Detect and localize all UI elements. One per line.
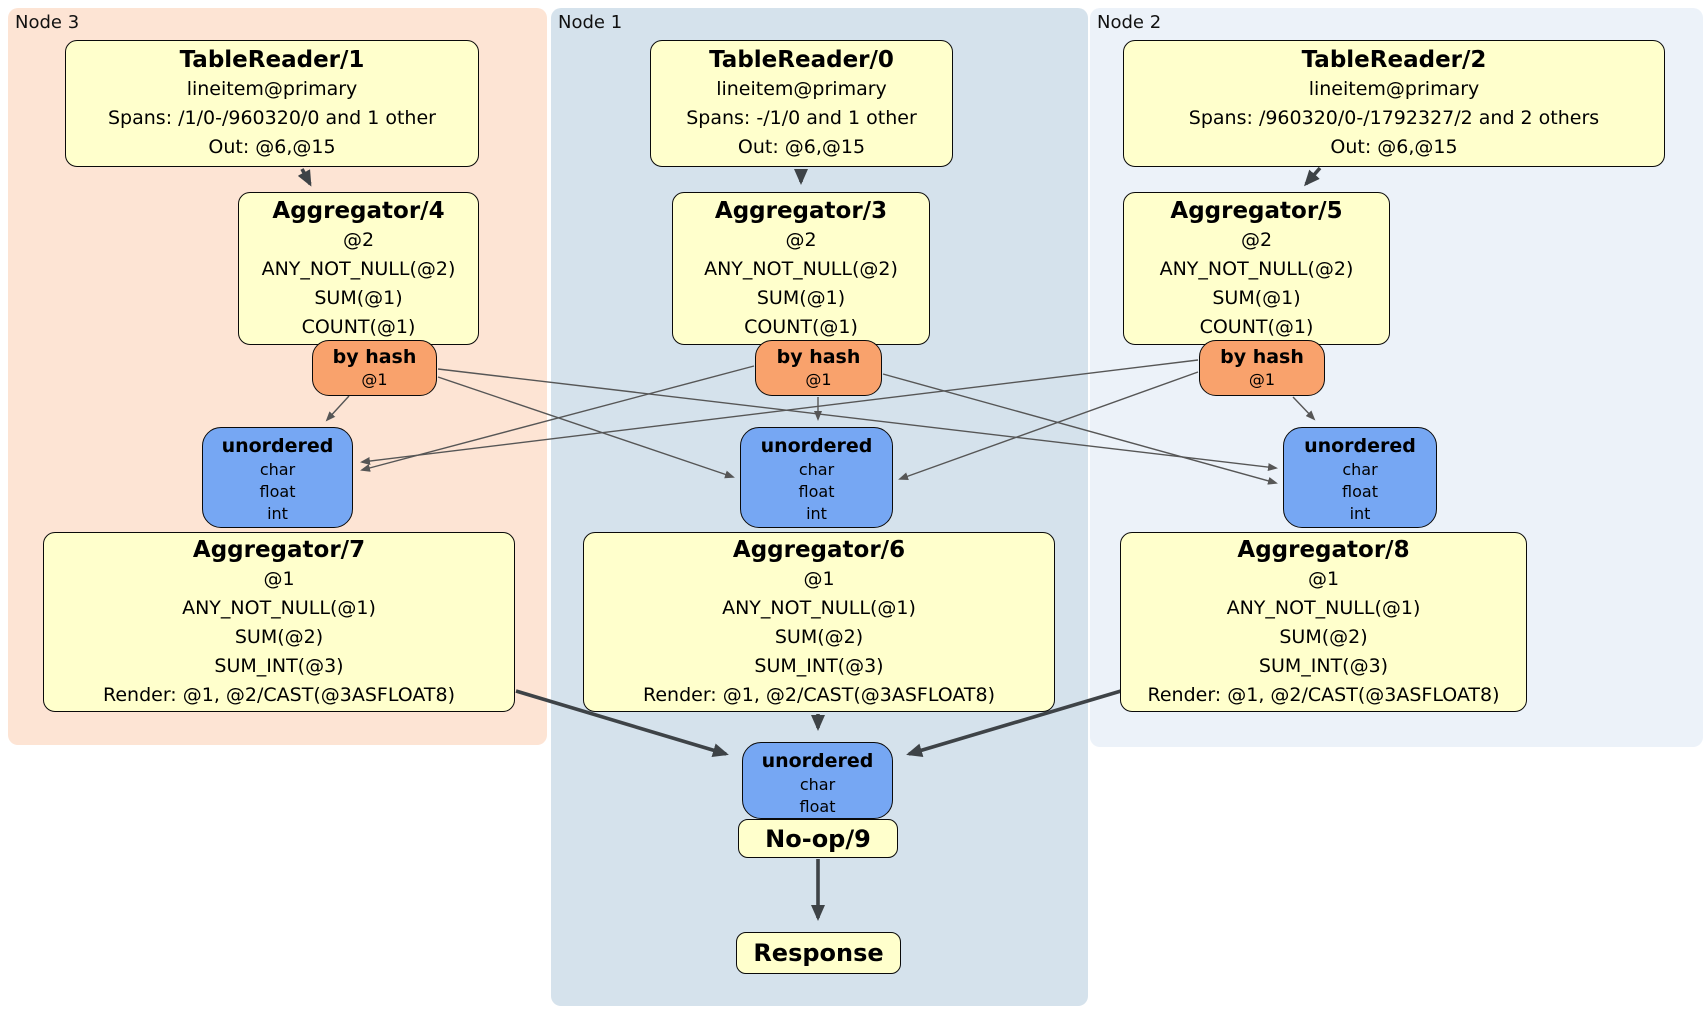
table-reader-2-spans: Spans: /960320/0-/1792327/2 and 2 others bbox=[1188, 107, 1600, 129]
final-sync-stream: float bbox=[799, 797, 836, 816]
node1-sync-stream: char bbox=[798, 460, 835, 479]
aggregator-8-box: Aggregator/8 @1 ANY_NOT_NULL(@1) SUM(@2)… bbox=[1120, 532, 1527, 712]
aggregator-8-group: @1 bbox=[1307, 568, 1340, 590]
node2-hash-router-key: @1 bbox=[1248, 370, 1276, 389]
aggregator-3-fn: SUM(@1) bbox=[756, 287, 846, 309]
aggregator-8-fn: SUM_INT(@3) bbox=[1258, 655, 1389, 677]
node3-sync-stream: char bbox=[259, 460, 296, 479]
table-reader-1-box: TableReader/1 lineitem@primary Spans: /1… bbox=[65, 40, 479, 167]
node3-unordered-sync-title: unordered bbox=[221, 435, 334, 457]
aggregator-8-title: Aggregator/8 bbox=[1237, 537, 1410, 563]
response-box: Response bbox=[736, 932, 901, 974]
node1-unordered-sync: unordered char float int bbox=[740, 427, 893, 528]
node3-label: Node 3 bbox=[15, 12, 80, 33]
node2-hash-router-title: by hash bbox=[1220, 346, 1304, 368]
table-reader-0-out: Out: @6,@15 bbox=[737, 136, 866, 158]
node1-sync-stream: int bbox=[806, 504, 827, 523]
aggregator-3-group: @2 bbox=[785, 229, 817, 251]
aggregator-7-fn: ANY_NOT_NULL(@1) bbox=[182, 597, 376, 619]
aggregator-5-fn: ANY_NOT_NULL(@2) bbox=[1159, 258, 1354, 280]
table-reader-1-title: TableReader/1 bbox=[179, 47, 365, 73]
table-reader-2-out: Out: @6,@15 bbox=[1330, 136, 1458, 158]
aggregator-4-fn: ANY_NOT_NULL(@2) bbox=[261, 258, 456, 280]
aggregator-6-render: Render: @1, @2/CAST(@3ASFLOAT8) bbox=[643, 684, 995, 706]
node2-hash-router: by hash @1 bbox=[1199, 340, 1325, 396]
node3-unordered-sync: unordered char float int bbox=[202, 427, 353, 528]
response-title: Response bbox=[753, 939, 884, 967]
aggregator-4-fn: SUM(@1) bbox=[314, 287, 403, 309]
node3-hash-router-key: @1 bbox=[361, 370, 388, 389]
aggregator-4-box: Aggregator/4 @2 ANY_NOT_NULL(@2) SUM(@1)… bbox=[238, 192, 479, 345]
aggregator-8-fn: ANY_NOT_NULL(@1) bbox=[1226, 597, 1421, 619]
aggregator-4-title: Aggregator/4 bbox=[272, 198, 445, 224]
aggregator-5-fn: COUNT(@1) bbox=[1199, 316, 1314, 338]
aggregator-5-box: Aggregator/5 @2 ANY_NOT_NULL(@2) SUM(@1)… bbox=[1123, 192, 1390, 345]
aggregator-4-group: @2 bbox=[342, 229, 375, 251]
node3-sync-stream: float bbox=[259, 482, 296, 501]
node1-label: Node 1 bbox=[558, 12, 623, 33]
table-reader-2-title: TableReader/2 bbox=[1301, 47, 1487, 73]
aggregator-7-fn: SUM_INT(@3) bbox=[214, 655, 344, 677]
aggregator-7-fn: SUM(@2) bbox=[234, 626, 324, 648]
node2-unordered-sync: unordered char float int bbox=[1283, 427, 1437, 528]
aggregator-8-fn: SUM(@2) bbox=[1279, 626, 1368, 648]
final-unordered-sync: unordered char float bbox=[742, 742, 893, 819]
node3-hash-router: by hash @1 bbox=[312, 340, 437, 396]
aggregator-4-fn: COUNT(@1) bbox=[301, 316, 416, 338]
node1-unordered-sync-title: unordered bbox=[760, 435, 873, 457]
aggregator-6-fn: ANY_NOT_NULL(@1) bbox=[722, 597, 916, 619]
aggregator-3-box: Aggregator/3 @2 ANY_NOT_NULL(@2) SUM(@1)… bbox=[672, 192, 930, 345]
final-sync-stream: char bbox=[799, 775, 836, 794]
aggregator-3-title: Aggregator/3 bbox=[714, 198, 888, 224]
final-unordered-sync-title: unordered bbox=[761, 750, 874, 772]
aggregator-7-box: Aggregator/7 @1 ANY_NOT_NULL(@1) SUM(@2)… bbox=[43, 532, 515, 712]
noop-box: No-op/9 bbox=[738, 819, 898, 858]
aggregator-6-title: Aggregator/6 bbox=[732, 537, 906, 563]
node2-sync-stream: float bbox=[1342, 482, 1378, 501]
table-reader-0-index: lineitem@primary bbox=[716, 78, 887, 100]
node1-hash-router: by hash @1 bbox=[755, 340, 882, 396]
table-reader-2-index: lineitem@primary bbox=[1308, 78, 1480, 100]
aggregator-6-fn: SUM(@2) bbox=[774, 626, 864, 648]
node3-sync-stream: int bbox=[267, 504, 288, 523]
aggregator-7-render: Render: @1, @2/CAST(@3ASFLOAT8) bbox=[103, 684, 455, 706]
node2-unordered-sync-title: unordered bbox=[1304, 435, 1416, 457]
node1-hash-router-key: @1 bbox=[805, 370, 832, 389]
table-reader-2-box: TableReader/2 lineitem@primary Spans: /9… bbox=[1123, 40, 1665, 167]
aggregator-6-group: @1 bbox=[803, 568, 835, 590]
processor-flow-edges bbox=[297, 166, 1322, 921]
aggregator-6-fn: SUM_INT(@3) bbox=[754, 655, 884, 677]
aggregator-7-group: @1 bbox=[263, 568, 295, 590]
node1-hash-router-title: by hash bbox=[776, 346, 861, 368]
table-reader-0-title: TableReader/0 bbox=[709, 47, 894, 73]
table-reader-1-index: lineitem@primary bbox=[186, 78, 358, 100]
table-reader-1-out: Out: @6,@15 bbox=[208, 136, 336, 158]
aggregator-6-box: Aggregator/6 @1 ANY_NOT_NULL(@1) SUM(@2)… bbox=[583, 532, 1055, 712]
aggregator-5-group: @2 bbox=[1240, 229, 1273, 251]
aggregator-5-title: Aggregator/5 bbox=[1170, 198, 1343, 224]
node2-sync-stream: int bbox=[1349, 504, 1371, 523]
aggregator-8-render: Render: @1, @2/CAST(@3ASFLOAT8) bbox=[1147, 684, 1500, 706]
node2-sync-stream: char bbox=[1342, 460, 1378, 479]
node3-hash-router-title: by hash bbox=[332, 346, 417, 368]
node2-label: Node 2 bbox=[1097, 12, 1162, 33]
router-stream-edges bbox=[325, 359, 1316, 485]
aggregator-3-fn: ANY_NOT_NULL(@2) bbox=[704, 258, 898, 280]
table-reader-0-box: TableReader/0 lineitem@primary Spans: -/… bbox=[650, 40, 953, 167]
aggregator-7-title: Aggregator/7 bbox=[192, 537, 366, 563]
table-reader-0-spans: Spans: -/1/0 and 1 other bbox=[686, 107, 917, 129]
table-reader-1-spans: Spans: /1/0-/960320/0 and 1 other bbox=[108, 107, 436, 129]
aggregator-3-fn: COUNT(@1) bbox=[744, 316, 858, 338]
aggregator-5-fn: SUM(@1) bbox=[1212, 287, 1301, 309]
noop-title: No-op/9 bbox=[765, 824, 871, 853]
node1-sync-stream: float bbox=[798, 482, 835, 501]
